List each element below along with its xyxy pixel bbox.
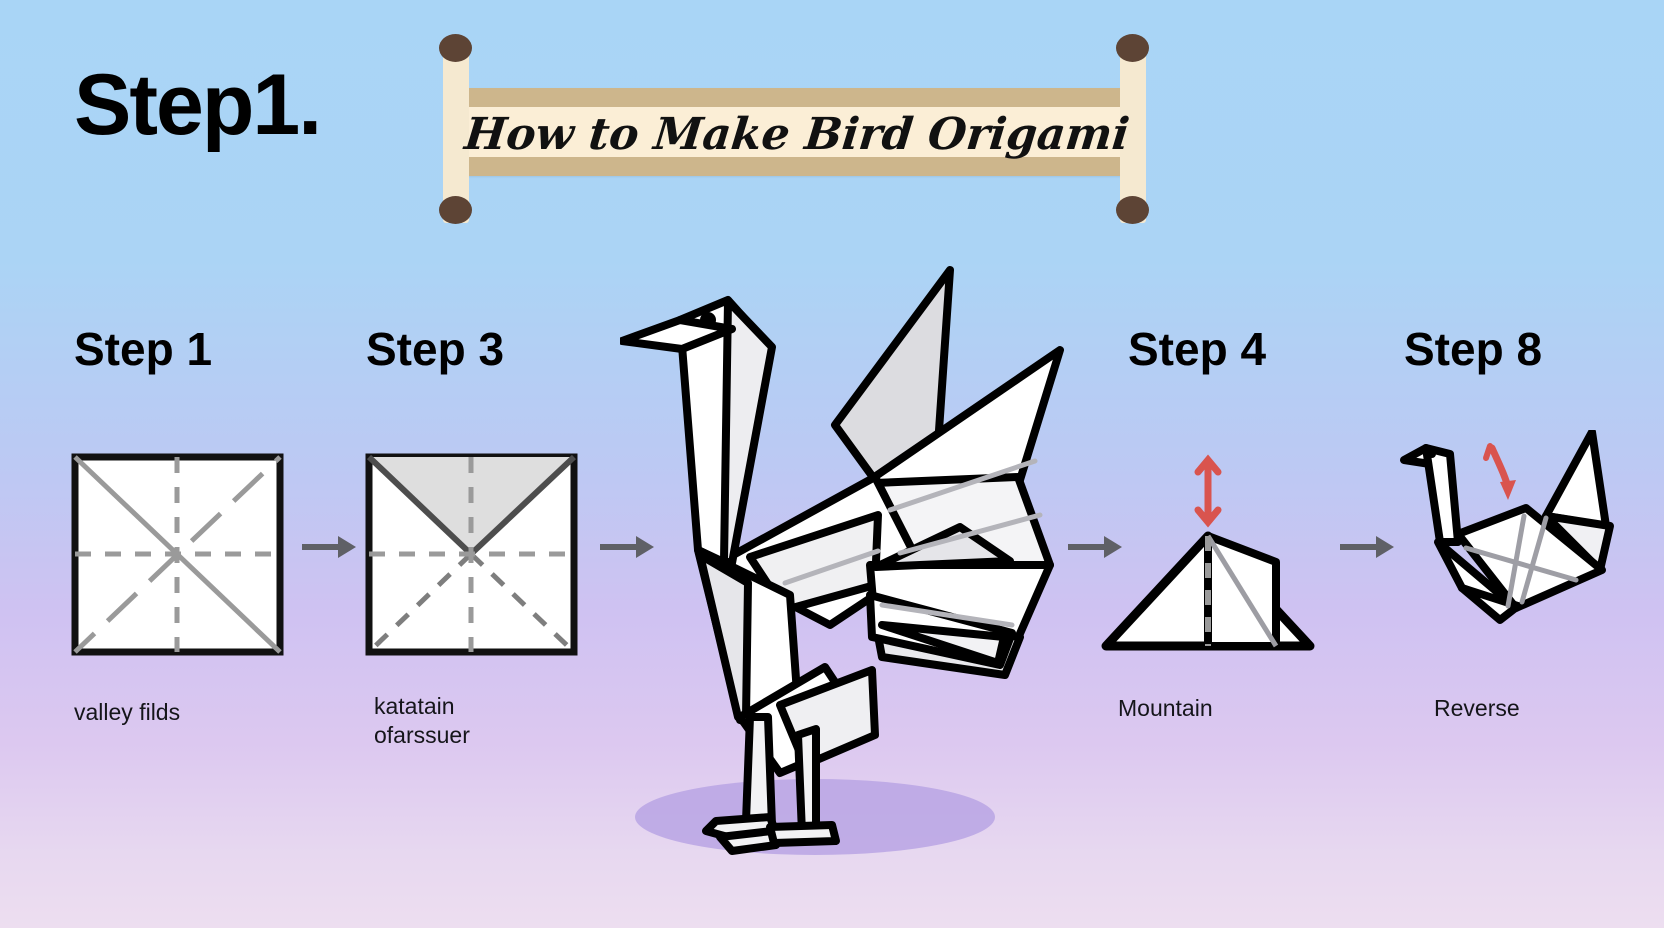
caption-step-1: valley filds — [74, 699, 181, 725]
mountain-fold-arrow-icon — [1194, 454, 1222, 528]
arrow-step-1-to-3 — [302, 536, 356, 558]
scroll-knob-bottom-left — [439, 196, 472, 224]
arrow-step-3-to-crane — [600, 536, 654, 558]
arrow-step-4-to-8 — [1340, 536, 1394, 558]
figure-step-1 — [71, 453, 284, 656]
step-label-3: Step 4 — [1128, 323, 1267, 375]
arrow-crane-to-step-4 — [1068, 536, 1122, 558]
step-label-4: Step 8 — [1404, 323, 1543, 375]
scroll-rod-right — [1120, 41, 1146, 223]
scroll-banner: How to Make Bird Origami — [437, 34, 1152, 226]
step-label-1: Step 1 — [74, 323, 213, 375]
step8-eye — [1428, 450, 1436, 458]
figure-step-3 — [365, 453, 578, 656]
scroll-knob-top-right — [1116, 34, 1149, 62]
scroll-rod-left — [443, 41, 469, 223]
caption-step-8: Reverse — [1434, 695, 1520, 721]
caption-step-3: katatain ofarssuer — [374, 693, 470, 748]
step-label-2: Step 3 — [366, 323, 505, 375]
page-title: Step1. — [74, 57, 322, 153]
figure-step-4 — [1101, 454, 1315, 651]
figure-step-8 — [1400, 430, 1614, 624]
scroll-knob-bottom-right — [1116, 196, 1149, 224]
figure-origami-crane — [620, 266, 1064, 855]
caption-step-4: Mountain — [1118, 695, 1213, 721]
crane-eye — [700, 312, 716, 328]
banner-title: How to Make Bird Origami — [462, 108, 1132, 160]
reverse-fold-arrow-icon — [1483, 443, 1516, 500]
scroll-knob-top-left — [439, 34, 472, 62]
scroll-band-top — [459, 88, 1129, 107]
scroll-band-bottom — [459, 157, 1129, 176]
